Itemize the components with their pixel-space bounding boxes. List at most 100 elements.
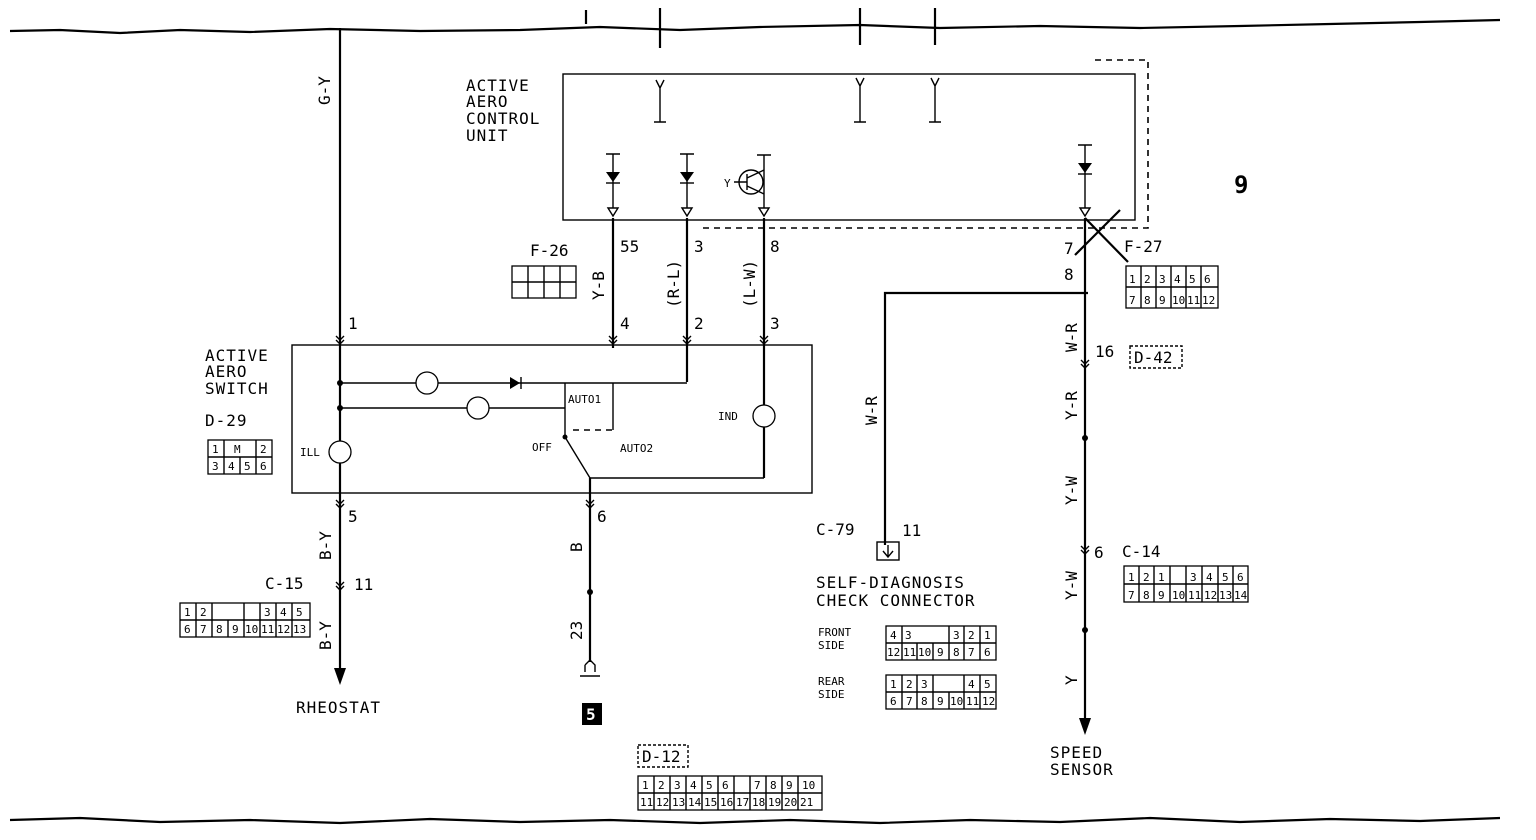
svg-text:D-42: D-42 bbox=[1134, 348, 1173, 367]
svg-text:13: 13 bbox=[672, 796, 685, 809]
f27-label: F-27 bbox=[1124, 237, 1163, 256]
svg-text:5: 5 bbox=[1222, 571, 1229, 584]
wire-gy: G-Y bbox=[315, 76, 334, 105]
svg-text:2: 2 bbox=[968, 629, 975, 642]
ill-lamp-icon bbox=[328, 440, 352, 464]
svg-text:11: 11 bbox=[966, 695, 979, 708]
diode-icon bbox=[606, 153, 620, 208]
svg-text:7: 7 bbox=[754, 779, 761, 792]
svg-text:2: 2 bbox=[906, 678, 913, 691]
svg-text:16: 16 bbox=[1095, 342, 1114, 361]
transistor-icon: Y bbox=[724, 154, 771, 208]
svg-text:9: 9 bbox=[232, 623, 239, 636]
svg-text:7: 7 bbox=[906, 695, 913, 708]
svg-text:6: 6 bbox=[722, 779, 729, 792]
svg-text:6: 6 bbox=[1237, 571, 1244, 584]
svg-text:W-R: W-R bbox=[862, 396, 881, 425]
svg-text:13: 13 bbox=[1219, 589, 1232, 602]
svg-text:OFF: OFF bbox=[532, 441, 552, 454]
self-diag-title-2: CHECK CONNECTOR bbox=[816, 591, 976, 610]
svg-text:14: 14 bbox=[1234, 589, 1248, 602]
svg-text:1: 1 bbox=[184, 606, 191, 619]
svg-text:7: 7 bbox=[1064, 239, 1074, 258]
speed-sensor-label-1: SPEED bbox=[1050, 743, 1103, 762]
svg-text:55: 55 bbox=[620, 237, 639, 256]
svg-text:6: 6 bbox=[1094, 543, 1104, 562]
torn-edge-top bbox=[9, 18, 1501, 35]
svg-text:5: 5 bbox=[296, 606, 303, 619]
svg-text:7: 7 bbox=[200, 623, 207, 636]
c14-label: C-14 bbox=[1122, 542, 1161, 561]
svg-text:9: 9 bbox=[937, 695, 944, 708]
svg-text:3: 3 bbox=[212, 460, 219, 473]
svg-text:6: 6 bbox=[1204, 273, 1211, 286]
svg-text:3: 3 bbox=[921, 678, 928, 691]
svg-text:8: 8 bbox=[1143, 589, 1150, 602]
svg-text:4: 4 bbox=[1206, 571, 1213, 584]
svg-text:12: 12 bbox=[656, 796, 669, 809]
svg-text:13: 13 bbox=[293, 623, 306, 636]
svg-text:D-12: D-12 bbox=[642, 747, 681, 766]
svg-text:6: 6 bbox=[597, 507, 607, 526]
svg-text:16: 16 bbox=[720, 796, 733, 809]
svg-text:4: 4 bbox=[968, 678, 975, 691]
svg-text:B: B bbox=[567, 542, 586, 552]
svg-text:3: 3 bbox=[905, 629, 912, 642]
svg-text:10: 10 bbox=[245, 623, 258, 636]
d12-connector: D-12 1 2 3 4 5 6 7 8 9 10 11 12 13 14 15… bbox=[637, 744, 823, 811]
c79-label: C-79 bbox=[816, 520, 855, 539]
svg-text:Y-W: Y-W bbox=[1062, 571, 1081, 600]
svg-text:10: 10 bbox=[918, 646, 931, 659]
d29-label: D-29 bbox=[205, 411, 248, 430]
svg-text:5: 5 bbox=[244, 460, 251, 473]
svg-text:7: 7 bbox=[1128, 589, 1135, 602]
svg-text:5: 5 bbox=[1189, 273, 1196, 286]
svg-text:3: 3 bbox=[264, 606, 271, 619]
ind-lamp-icon bbox=[752, 404, 776, 428]
c15-label: C-15 bbox=[265, 574, 304, 593]
page-number: 9 bbox=[1234, 171, 1248, 199]
diode-icon bbox=[680, 153, 694, 208]
svg-text:2: 2 bbox=[260, 443, 267, 456]
diode-icon bbox=[1078, 144, 1092, 208]
svg-text:20: 20 bbox=[784, 796, 797, 809]
svg-text:M: M bbox=[234, 443, 241, 456]
svg-text:8: 8 bbox=[770, 779, 777, 792]
active-aero-switch: ACTIVE AERO SWITCH D-29 1 M 2 3 4 5 6 IL… bbox=[205, 314, 813, 526]
svg-text:8: 8 bbox=[216, 623, 223, 636]
svg-text:1: 1 bbox=[642, 779, 649, 792]
svg-text:2: 2 bbox=[658, 779, 665, 792]
control-unit-title-3: CONTROL bbox=[466, 109, 540, 128]
svg-text:19: 19 bbox=[768, 796, 781, 809]
speed-sensor-label-2: SENSOR bbox=[1050, 760, 1114, 779]
self-diag-title-1: SELF-DIAGNOSIS bbox=[816, 573, 965, 592]
svg-text:11: 11 bbox=[354, 575, 373, 594]
svg-text:3: 3 bbox=[953, 629, 960, 642]
svg-text:1: 1 bbox=[984, 629, 991, 642]
svg-text:B-Y: B-Y bbox=[316, 621, 335, 650]
svg-text:ILL: ILL bbox=[300, 446, 320, 459]
svg-text:10: 10 bbox=[802, 779, 815, 792]
svg-text:(L-W): (L-W) bbox=[740, 260, 759, 308]
svg-text:5: 5 bbox=[706, 779, 713, 792]
svg-text:10: 10 bbox=[950, 695, 963, 708]
svg-text:8: 8 bbox=[1064, 265, 1074, 284]
svg-text:11: 11 bbox=[903, 646, 916, 659]
svg-text:1: 1 bbox=[1129, 273, 1136, 286]
svg-text:10: 10 bbox=[1172, 589, 1185, 602]
svg-text:4: 4 bbox=[690, 779, 697, 792]
arrow-down-icon bbox=[1079, 718, 1091, 735]
svg-text:6: 6 bbox=[260, 460, 267, 473]
svg-text:3: 3 bbox=[694, 237, 704, 256]
svg-text:3: 3 bbox=[1190, 571, 1197, 584]
svg-text:18: 18 bbox=[752, 796, 765, 809]
svg-text:14: 14 bbox=[688, 796, 702, 809]
svg-text:W-R: W-R bbox=[1062, 323, 1081, 352]
svg-text:IND: IND bbox=[718, 410, 738, 423]
svg-text:4: 4 bbox=[280, 606, 287, 619]
svg-text:11: 11 bbox=[902, 521, 921, 540]
svg-text:3: 3 bbox=[770, 314, 780, 333]
f26-connector bbox=[511, 265, 577, 299]
svg-text:12: 12 bbox=[1204, 589, 1217, 602]
svg-text:2: 2 bbox=[200, 606, 207, 619]
